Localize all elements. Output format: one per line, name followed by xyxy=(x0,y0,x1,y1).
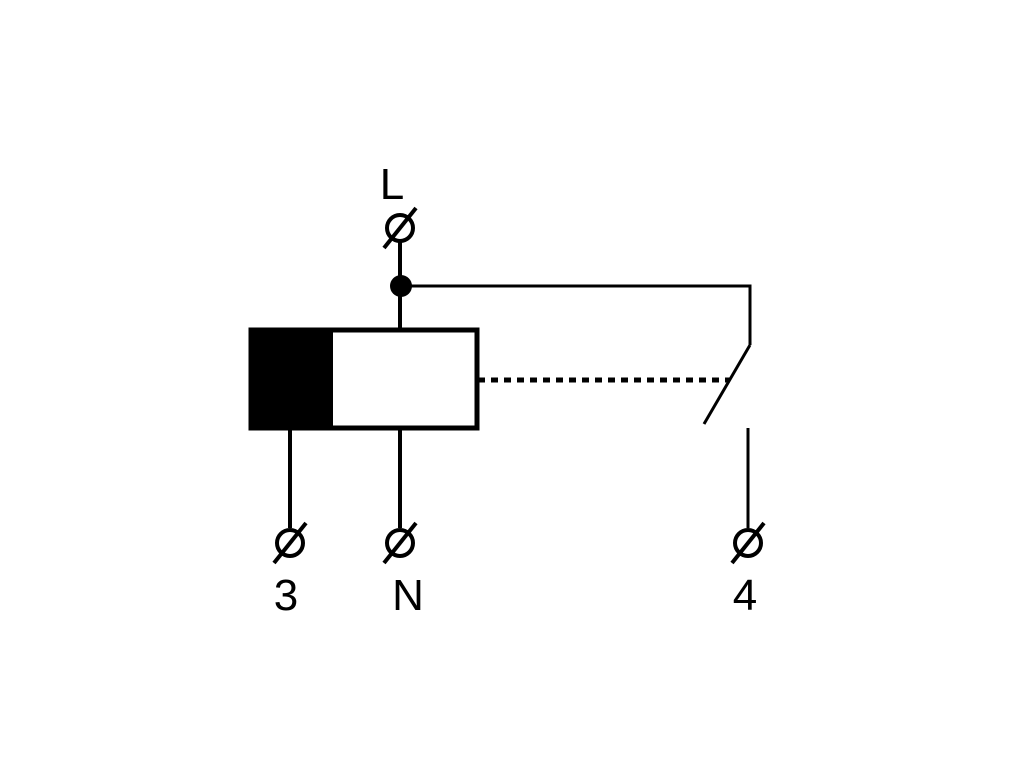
label-4: 4 xyxy=(733,571,757,620)
wire-junction-to-contact xyxy=(401,284,752,345)
relay-filled-block xyxy=(251,330,333,428)
contact-switch-blade xyxy=(702,344,752,425)
relay-body xyxy=(248,327,480,431)
label-3: 3 xyxy=(274,571,298,620)
label-n: N xyxy=(392,571,424,620)
label-l: L xyxy=(380,160,404,209)
terminal-l-symbol xyxy=(382,206,418,250)
terminal-4-symbol xyxy=(730,521,766,565)
terminal-3-symbol xyxy=(272,521,308,565)
terminal-n-symbol xyxy=(382,521,418,565)
